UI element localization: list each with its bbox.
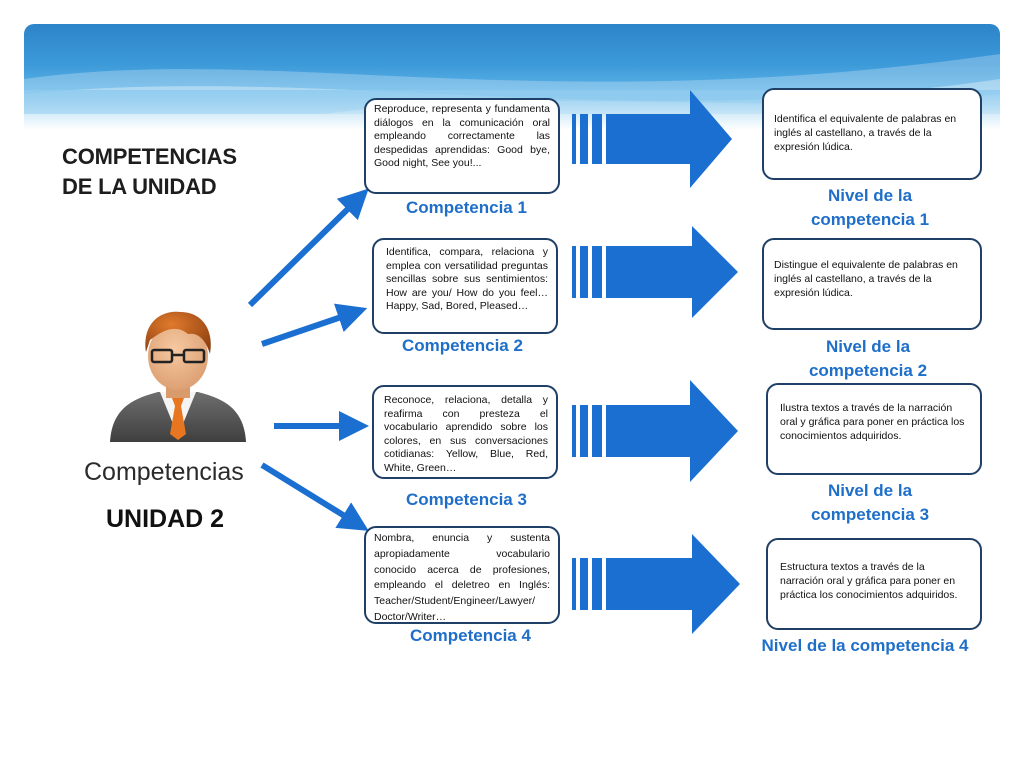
- nivel-3-label-line-1: Nivel de la: [827, 481, 913, 500]
- nivel-1-label-line-1: Nivel de la: [827, 186, 913, 205]
- nivel-1-box: Identifica el equivalente de palabras en…: [762, 88, 982, 180]
- competencia-4-box: Nombra, enuncia y sustenta apropiadament…: [364, 526, 560, 624]
- competencia-3-box: Reconoce, relaciona, detalla y reafirma …: [372, 385, 558, 479]
- page-title: COMPETENCIAS DE LA UNIDAD: [62, 142, 237, 202]
- arrow-to-competencia-1: [247, 188, 369, 308]
- page-title-line-2: DE LA UNIDAD: [62, 174, 217, 199]
- competencia-3-label: Competencia 3: [406, 490, 527, 509]
- competencia-1-box: Reproduce, representa y fundamenta diálo…: [364, 98, 560, 194]
- arrow-to-competencia-4: [260, 462, 369, 531]
- competencia-2-box: Identifica, compara, relaciona y emplea …: [372, 238, 558, 334]
- nivel-2-box: Distingue el equivalente de palabras en …: [762, 238, 982, 330]
- nivel-3-label-line-2: competencia 3: [810, 505, 930, 524]
- competencia-2-label: Competencia 2: [402, 336, 523, 355]
- nivel-3-box: Ilustra textos a través de la narración …: [766, 383, 982, 475]
- block-arrow-4: [572, 534, 740, 634]
- nivel-2-label-line-1: Nivel de la: [825, 337, 911, 356]
- nivel-1-label-line-2: competencia 1: [810, 210, 930, 229]
- nivel-2-label-line-2: competencia 2: [808, 361, 928, 380]
- nivel-4-box: Estructura textos a través de la narraci…: [766, 538, 982, 630]
- nivel-4-label: Nivel de la competencia 4: [761, 636, 969, 655]
- competencia-1-label: Competencia 1: [406, 198, 527, 217]
- nivel-1-label: Nivel de la competencia 1: [760, 184, 980, 232]
- arrow-to-competencia-2: [261, 303, 368, 347]
- businessman-avatar-icon: [110, 311, 246, 442]
- block-arrow-2: [572, 226, 738, 318]
- nivel-2-label: Nivel de la competencia 2: [758, 335, 978, 383]
- competencias-label: Competencias: [84, 458, 244, 486]
- page-title-line-1: COMPETENCIAS: [62, 144, 237, 169]
- competencia-4-label: Competencia 4: [410, 626, 531, 645]
- nivel-3-label: Nivel de la competencia 3: [760, 479, 980, 527]
- block-arrow-3: [572, 380, 738, 482]
- unit-label: UNIDAD 2: [106, 505, 225, 533]
